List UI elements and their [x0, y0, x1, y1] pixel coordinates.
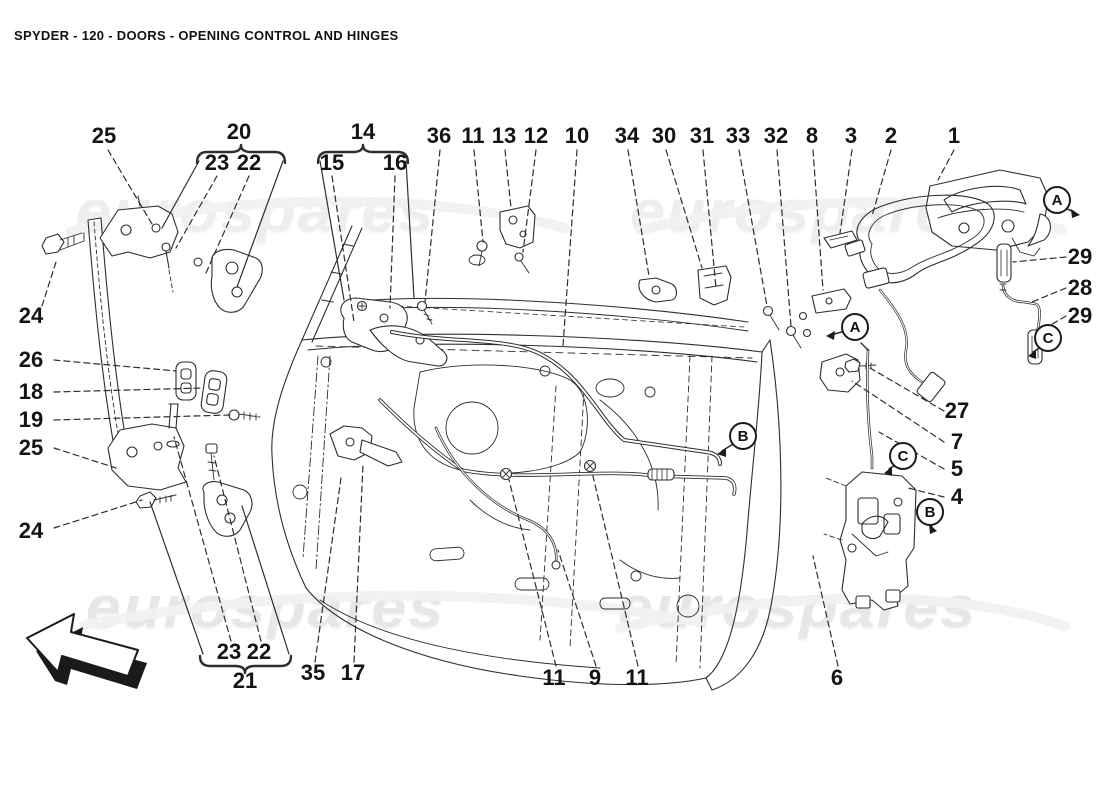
clip-29-upper — [996, 243, 1012, 283]
screw-11-upper — [468, 240, 488, 267]
group-braces — [195, 143, 410, 675]
callout-7: 7 — [950, 429, 964, 454]
callout-30: 30 — [651, 123, 677, 148]
screw-33 — [762, 305, 780, 331]
callout-26: 26 — [18, 347, 44, 372]
screw-27 — [844, 358, 877, 373]
callout-18: 18 — [18, 379, 44, 404]
callout-22: 22 — [236, 150, 262, 175]
leader-lines — [41, 149, 1067, 667]
exterior-handle — [925, 169, 1051, 257]
page-title: SPYDER - 120 - DOORS - OPENING CONTROL A… — [14, 28, 399, 43]
callout-27: 27 — [944, 398, 970, 423]
bumper-18 — [200, 370, 228, 414]
lower-hinge — [107, 403, 187, 491]
inner-lock-mechanism — [340, 297, 448, 367]
callout-32: 32 — [763, 123, 789, 148]
callout-22: 22 — [246, 639, 272, 664]
release-cable-upper — [390, 330, 722, 466]
door-lock-assembly — [823, 471, 917, 611]
assembly-marker-A: A — [1043, 186, 1071, 214]
callout-11: 11 — [542, 665, 566, 690]
callout-10: 10 — [564, 123, 590, 148]
callout-4: 4 — [950, 484, 964, 509]
callout-1: 1 — [947, 123, 961, 148]
callout-2: 2 — [884, 123, 898, 148]
callout-23: 23 — [216, 639, 242, 664]
leader-lines-solid — [149, 160, 415, 655]
door-check-strap — [329, 425, 403, 467]
callout-31: 31 — [689, 123, 715, 148]
callout-20: 20 — [226, 119, 252, 144]
callout-6: 6 — [830, 665, 844, 690]
callout-33: 33 — [725, 123, 751, 148]
screw-36 — [416, 300, 433, 325]
direction-arrow — [26, 613, 147, 689]
assembly-marker-C: C — [889, 442, 917, 470]
bracket-30-31 — [697, 265, 732, 306]
callout-15: 15 — [319, 150, 345, 175]
assembly-marker-A: A — [841, 313, 869, 341]
callout-29: 29 — [1067, 303, 1093, 328]
callout-24: 24 — [18, 518, 44, 543]
cable-with-connector — [862, 267, 946, 403]
callout-12: 12 — [523, 123, 549, 148]
callout-3: 3 — [844, 123, 858, 148]
callout-8: 8 — [805, 123, 819, 148]
callout-24: 24 — [18, 303, 44, 328]
callout-34: 34 — [614, 123, 640, 148]
callout-16: 16 — [382, 150, 408, 175]
callout-11: 11 — [461, 123, 485, 148]
screw-32 — [785, 325, 802, 349]
callout-14: 14 — [350, 119, 376, 144]
callout-9: 9 — [588, 665, 602, 690]
lock-rod-5 — [860, 342, 874, 470]
callout-11: 11 — [625, 665, 649, 690]
bumper-26 — [175, 361, 197, 401]
upper-hinge — [41, 195, 179, 293]
callout-13: 13 — [491, 123, 517, 148]
callout-17: 17 — [340, 660, 366, 685]
lock-rod-cable — [434, 426, 561, 570]
callout-23: 23 — [204, 150, 230, 175]
assembly-marker-C: C — [1034, 324, 1062, 352]
callout-25: 25 — [18, 435, 44, 460]
callout-5: 5 — [950, 456, 964, 481]
part-3 — [823, 230, 858, 249]
bracket-8 — [798, 288, 852, 338]
screw-12 — [514, 252, 530, 274]
callout-35: 35 — [300, 660, 326, 685]
callout-29: 29 — [1067, 244, 1093, 269]
clip-34 — [638, 277, 678, 303]
callout-28: 28 — [1067, 275, 1093, 300]
callout-19: 19 — [18, 407, 44, 432]
upper-lock-striker — [193, 248, 263, 313]
callout-36: 36 — [426, 123, 452, 148]
assembly-marker-B: B — [729, 422, 757, 450]
hinge-plate-13 — [499, 205, 536, 249]
release-cable-lower — [378, 398, 737, 496]
screw-19 — [228, 409, 261, 421]
callout-25: 25 — [91, 123, 117, 148]
link-rod-28 — [999, 283, 1041, 336]
callout-21: 21 — [232, 668, 258, 693]
assembly-marker-B: B — [916, 498, 944, 526]
